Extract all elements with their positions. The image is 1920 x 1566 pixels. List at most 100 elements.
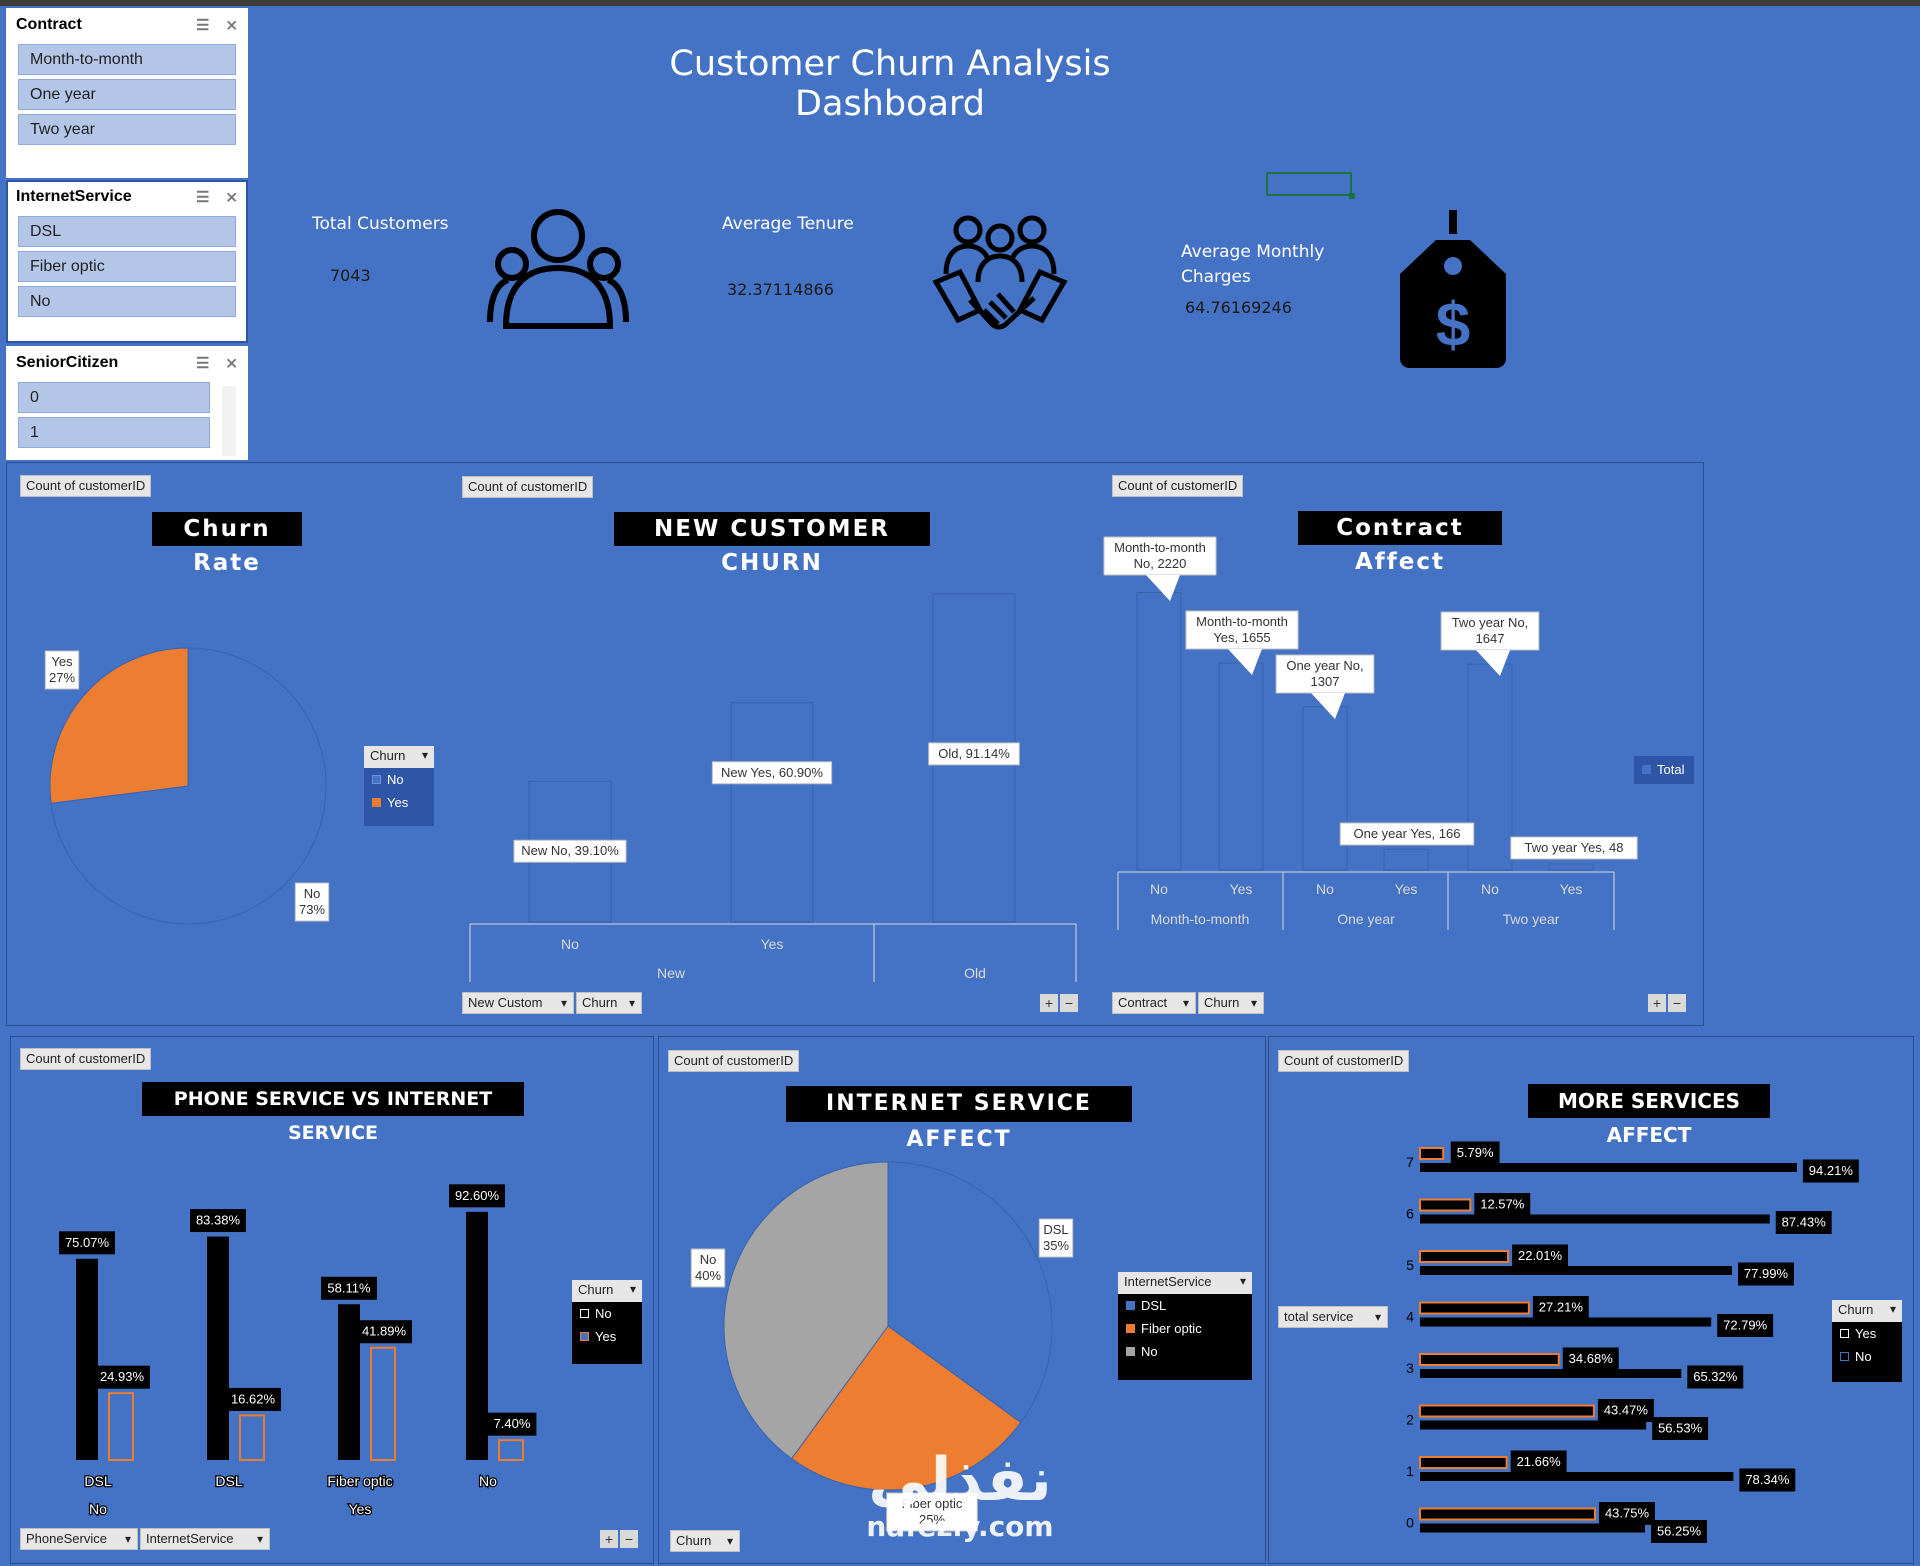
- legend-contract-total: Total: [1634, 756, 1694, 784]
- field-new-custom-dropdown[interactable]: New Custom: [462, 992, 574, 1014]
- bar: [1302, 706, 1348, 871]
- group-label: Old: [964, 965, 986, 981]
- data-label-no: 75.07%: [65, 1235, 110, 1250]
- data-label-no-box: [321, 1276, 377, 1300]
- clear-filter-icon[interactable]: ⨯: [225, 189, 238, 206]
- group-icon: [487, 209, 629, 329]
- expand-collapse-buttons[interactable]: +−: [600, 1530, 638, 1548]
- field-total-service-dropdown[interactable]: total service: [1278, 1306, 1388, 1328]
- chart-phone-vs-internet: 75.07%24.93%DSL83.38%16.62%DSL58.11%41.8…: [59, 1184, 537, 1518]
- slicer-scrollbar[interactable]: [222, 386, 236, 456]
- clear-filter-icon[interactable]: ⨯: [225, 355, 238, 372]
- legend-title[interactable]: InternetService: [1118, 1272, 1252, 1294]
- field-count-customerid[interactable]: Count of customerID: [1112, 475, 1244, 497]
- field-contract-dropdown[interactable]: Contract: [1112, 992, 1196, 1014]
- tick-label: Fiber optic: [327, 1473, 392, 1489]
- legend-services-churn[interactable]: Churn Yes No: [1832, 1300, 1902, 1382]
- field-churn-dropdown[interactable]: Churn: [670, 1530, 740, 1552]
- chart-new-customer-churn: New No, 39.10%New Yes, 60.90%Old, 91.14%…: [469, 593, 1077, 982]
- data-label-fiber-optic: 25%: [919, 1512, 945, 1527]
- field-count-customerid[interactable]: Count of customerID: [20, 1048, 152, 1070]
- slicer-internetservice[interactable]: InternetService ☰⨯ DSL Fiber optic No: [6, 180, 248, 343]
- data-label-yes: 41.89%: [362, 1324, 407, 1339]
- expand-button[interactable]: +: [1648, 994, 1666, 1012]
- field-phoneservice-dropdown[interactable]: PhoneService: [20, 1528, 138, 1550]
- field-count-customerid[interactable]: Count of customerID: [462, 476, 594, 498]
- legend-title[interactable]: Churn: [364, 746, 434, 768]
- bar-no: [1420, 1266, 1732, 1275]
- legend-title[interactable]: Churn: [1832, 1300, 1902, 1322]
- slicer-contract[interactable]: Contract ☰ ⨯ Month-to-month One year Two …: [6, 8, 248, 178]
- kpi-value-average-monthly-charges: 64.76169246: [1185, 298, 1292, 317]
- field-churn-dropdown[interactable]: Churn: [1198, 992, 1264, 1014]
- pie-slice: [723, 1161, 889, 1460]
- data-label-no: 56.25%: [1657, 1524, 1702, 1539]
- data-label-no-box: [449, 1184, 505, 1208]
- expand-button[interactable]: +: [600, 1530, 618, 1548]
- expand-collapse-buttons[interactable]: +−: [1040, 994, 1078, 1012]
- field-count-customerid[interactable]: Count of customerID: [668, 1050, 800, 1072]
- chart-title-more-services-affect: MORE SERVICES AFFECT: [1528, 1084, 1770, 1147]
- data-label-no: 58.11%: [327, 1280, 371, 1295]
- slicer-item-fiber-optic[interactable]: Fiber optic: [18, 251, 236, 282]
- bar-yes: [1419, 1404, 1595, 1418]
- data-label-dsl: 35%: [1043, 1238, 1069, 1253]
- slicer-title: Contract: [16, 16, 82, 33]
- data-label-yes-box: [487, 1412, 537, 1436]
- data-label-dsl-box: [1038, 1218, 1074, 1258]
- bar-yes: [108, 1392, 134, 1461]
- legend-churn-rate[interactable]: Churn No Yes: [364, 746, 434, 826]
- top-charts-panel: [6, 462, 1704, 1026]
- bar-yes: [370, 1346, 396, 1461]
- slicer-item-0[interactable]: 0: [18, 382, 210, 413]
- slicer-item-one-year[interactable]: One year: [18, 79, 236, 110]
- window-top-bar: [0, 0, 1920, 6]
- expand-button[interactable]: +: [1040, 994, 1058, 1012]
- dashboard-title: Customer Churn Analysis Dashboard: [669, 44, 1111, 124]
- slicer-item-month-to-month[interactable]: Month-to-month: [18, 44, 236, 75]
- field-internetservice-dropdown[interactable]: InternetService: [140, 1528, 270, 1550]
- tick-label: 7: [1406, 1154, 1414, 1170]
- expand-collapse-buttons[interactable]: +−: [1648, 994, 1686, 1012]
- field-churn-dropdown[interactable]: Churn: [576, 992, 642, 1014]
- legend-item-label: Yes: [1855, 1326, 1877, 1341]
- data-label: No, 2220: [1134, 556, 1187, 571]
- collapse-button[interactable]: −: [1668, 994, 1686, 1012]
- bar-no: [207, 1236, 229, 1460]
- legend-item-yes: Yes: [364, 791, 434, 814]
- slicer-item-two-year[interactable]: Two year: [18, 114, 236, 145]
- data-label-no: 92.60%: [455, 1188, 500, 1203]
- data-label-yes: 5.79%: [1457, 1145, 1494, 1160]
- multi-select-icon[interactable]: ☰: [195, 17, 210, 34]
- bar-no: [338, 1304, 360, 1460]
- selected-cell[interactable]: [1266, 172, 1355, 199]
- legend-item-label: No: [1855, 1349, 1872, 1364]
- data-label-yes: 7.40%: [494, 1416, 531, 1431]
- legend-item-label: DSL: [1141, 1298, 1167, 1313]
- collapse-button[interactable]: −: [1060, 994, 1078, 1012]
- slicer-item-1[interactable]: 1: [18, 417, 210, 448]
- field-count-customerid[interactable]: Count of customerID: [20, 475, 152, 497]
- data-label-yes: 24.93%: [100, 1369, 145, 1384]
- collapse-button[interactable]: −: [620, 1530, 638, 1548]
- legend-title[interactable]: Churn: [572, 1280, 642, 1302]
- price-tag-dollar-icon: $: [1400, 210, 1506, 368]
- legend-phone-churn[interactable]: Churn No Yes: [572, 1280, 642, 1364]
- multi-select-icon[interactable]: ☰: [195, 189, 210, 206]
- clear-filter-icon[interactable]: ⨯: [225, 17, 238, 34]
- field-count-customerid[interactable]: Count of customerID: [1278, 1050, 1410, 1072]
- legend-internet-service[interactable]: InternetService DSL Fiber optic No: [1118, 1272, 1252, 1380]
- slicer-item-no[interactable]: No: [18, 286, 236, 317]
- bar-no: [466, 1211, 488, 1460]
- multi-select-icon[interactable]: ☰: [195, 355, 210, 372]
- data-label-yes-box: [1474, 1193, 1531, 1216]
- slicer-item-dsl[interactable]: DSL: [18, 216, 236, 247]
- data-label-box: [1510, 836, 1638, 860]
- slicer-seniorcitizen[interactable]: SeniorCitizen ☰⨯ 0 1: [6, 346, 248, 460]
- data-label: Two year Yes, 48: [1524, 840, 1623, 855]
- watermark-site: nafezly.com: [866, 1510, 1054, 1543]
- tick-label: No: [1481, 881, 1499, 897]
